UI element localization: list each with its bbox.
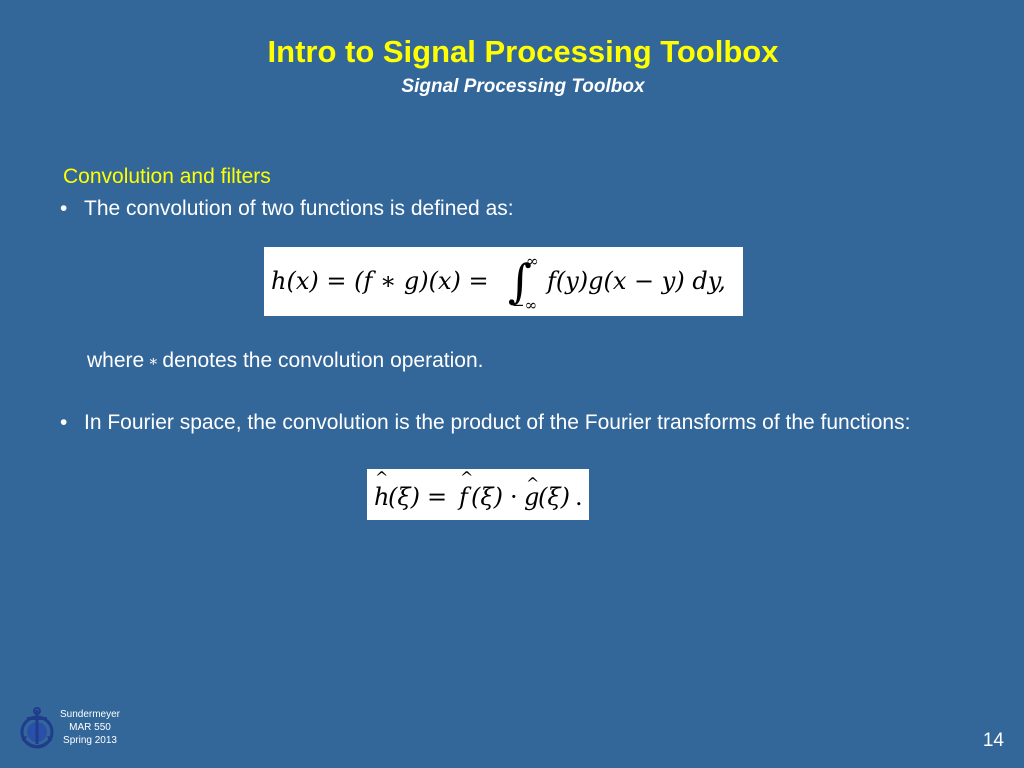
g-symbol: g — [524, 483, 539, 511]
where-word: where — [87, 349, 145, 372]
slide-subtitle: Signal Processing Toolbox — [401, 76, 645, 97]
f-symbol: f — [457, 483, 472, 511]
convolution-equation: h(x) = (f ∗ g)(x) = ∫ ∞ −∞ f(y)g(x − y) … — [264, 247, 743, 316]
g-hat: ^ — [526, 474, 539, 493]
bullet-text: The convolution of two functions is defi… — [84, 197, 514, 220]
integral-upper-limit: ∞ — [526, 252, 539, 270]
bullet-marker: • — [60, 197, 68, 220]
page-number: 14 — [982, 730, 1004, 751]
integral-lower-limit: −∞ — [512, 296, 537, 314]
slide-title: Intro to Signal Processing Toolbox — [267, 34, 779, 69]
h-argument: (ξ) — [388, 483, 420, 511]
footer-info: Sundermeyer MAR 550 Spring 2013 — [54, 708, 126, 747]
anchor-seal-icon — [18, 706, 56, 754]
bullet-marker: • — [60, 411, 68, 434]
fourier-product-equation-graphic: ^ h (ξ) = ^ f (ξ) · ^ g (ξ) . — [374, 469, 583, 511]
f-hat: ^ — [460, 469, 473, 487]
convolution-operator-symbol: ∗ — [148, 352, 159, 370]
h-hat: ^ — [375, 469, 388, 487]
period: . — [575, 483, 583, 511]
integral-sign: ∫ — [508, 254, 532, 308]
equation-lhs: h(x) = (f ∗ g)(x) = — [271, 267, 489, 295]
dot-product: · — [510, 483, 518, 511]
section-heading: Convolution and filters — [63, 165, 271, 188]
footer-term: Spring 2013 — [63, 735, 117, 746]
g-argument: (ξ) — [538, 483, 570, 511]
footer-course: MAR 550 — [69, 722, 111, 733]
convolution-equation-graphic: h(x) = (f ∗ g)(x) = ∫ ∞ −∞ f(y)g(x − y) … — [271, 252, 726, 314]
bullet-convolution-definition: • The convolution of two functions is de… — [60, 193, 760, 224]
f-argument: (ξ) — [471, 483, 503, 511]
equals-sign: = — [427, 483, 447, 511]
integrand: f(y)g(x − y) dy, — [545, 267, 726, 295]
footer-author: Sundermeyer — [59, 709, 121, 720]
h-symbol: h — [374, 483, 389, 511]
bullet-fourier-space: • In Fourier space, the convolution is t… — [60, 407, 960, 469]
bullet-text: In Fourier space, the convolution is the… — [84, 411, 911, 434]
where-line: where∗denotes the convolution operation. — [87, 346, 483, 376]
where-description: denotes the convolution operation. — [162, 349, 484, 372]
fourier-product-equation: ^ h (ξ) = ^ f (ξ) · ^ g (ξ) . — [367, 469, 589, 520]
